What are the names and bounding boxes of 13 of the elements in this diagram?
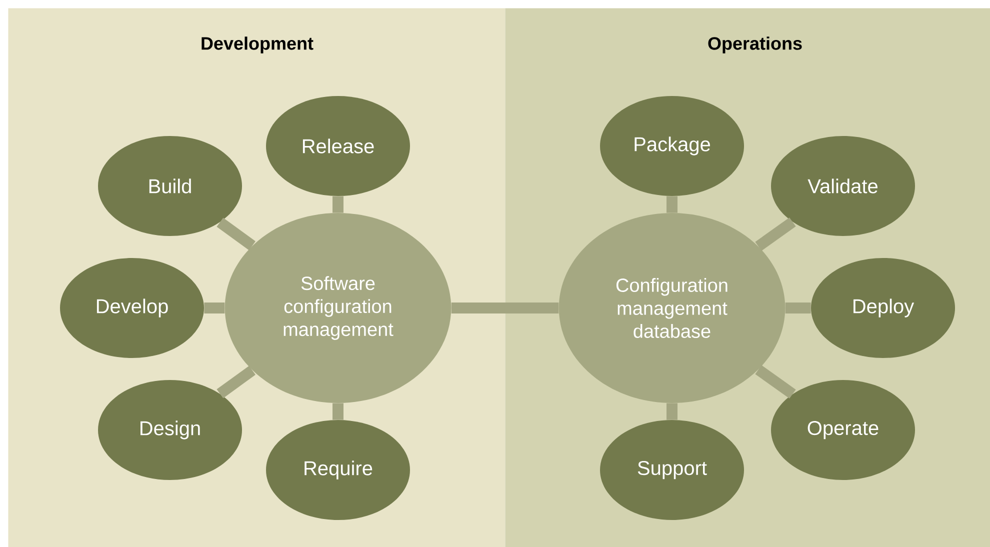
connector [204,302,225,314]
connector [666,403,678,420]
panel-heading: Operations [708,36,802,54]
connector [451,302,559,314]
connector [666,196,678,213]
connector [216,218,256,250]
connector [785,302,811,314]
connector [755,365,796,399]
panel-heading: Development [202,36,314,54]
connector [216,366,256,398]
connector [332,196,344,213]
connector [332,403,344,420]
connector [755,217,796,251]
